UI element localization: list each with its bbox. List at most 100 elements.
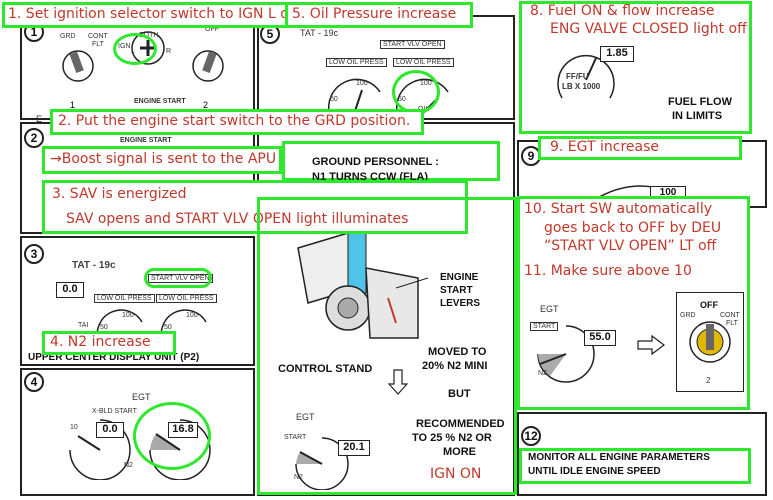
p3-100-a: 100 xyxy=(122,312,134,319)
auto-off-text-bg xyxy=(520,199,747,283)
boost-signal-text: →Boost signal is sent to the APU xyxy=(50,151,277,167)
p10-grd: GRD xyxy=(680,312,696,319)
step-5-text: 5. Oil Pressure increase xyxy=(292,6,457,22)
p10-n2-gauge xyxy=(537,325,595,383)
ground-personnel-text: GROUND PERSONNEL : xyxy=(312,156,439,168)
step-9-text: 9. EGT increase xyxy=(550,139,660,155)
p10-cont: CONT xyxy=(720,312,740,319)
down-arrow-icon xyxy=(388,369,408,395)
step-9-box xyxy=(538,136,742,160)
panel-2-number: 2 xyxy=(24,128,44,148)
step-2-text: 2. Put the engine start switch to the GR… xyxy=(58,113,411,129)
p3-low-oil-2: LOW OIL PRESS xyxy=(156,294,217,303)
monitor-box xyxy=(519,448,751,484)
fuel-flow-gauge xyxy=(557,54,615,99)
center-panel-highlight xyxy=(257,197,517,495)
p10-off: OFF xyxy=(700,300,718,310)
engine-start-levers-3: LEVERS xyxy=(440,298,481,309)
p5-low-oil-2: LOW OIL PRESS xyxy=(393,58,454,67)
panel-3-number: 3 xyxy=(24,244,44,264)
step-1-box xyxy=(2,2,288,28)
p5-50-a: 50 xyxy=(330,96,338,103)
engine-start-levers-1: ENGINE xyxy=(440,272,479,283)
p1-grd-label: GRD xyxy=(60,33,76,40)
step-3-box xyxy=(42,180,468,234)
ignition-selector-highlight xyxy=(113,33,157,65)
p1-cont-label: CONT xyxy=(88,33,108,40)
recommended-2: TO 25 % N2 OR xyxy=(412,432,492,444)
p4-tick-10: 10 xyxy=(70,424,78,431)
step-10-text-3: “START VLV OPEN” LT off xyxy=(544,238,717,254)
lb-label: LB X 1000 xyxy=(562,82,601,91)
step-5-box xyxy=(285,2,473,28)
p3-50-b: 50 xyxy=(164,324,172,331)
p10-readout: 55.0 xyxy=(584,330,616,346)
p3-tai: TAI xyxy=(78,322,89,329)
monitor-line-2: UNTIL IDLE ENGINE SPEED xyxy=(528,466,661,477)
center-n2: N2 xyxy=(294,474,303,481)
recommended-3: MORE xyxy=(443,446,476,458)
panel-5 xyxy=(257,15,515,120)
p5-start-vlv: START VLV OPEN xyxy=(380,40,445,49)
fuel-flow-readout: 1.85 xyxy=(600,46,634,62)
center-start: START xyxy=(284,434,307,441)
ign-on-note: IGN ON xyxy=(430,466,482,482)
panel-12-number: 12 xyxy=(521,426,541,446)
p3-50-a: 50 xyxy=(100,324,108,331)
panel-9-number: 9 xyxy=(521,146,541,166)
p5-100-a: 100 xyxy=(356,80,368,87)
p10-start: START xyxy=(530,322,559,331)
step-10-text-1: 10. Start SW automatically xyxy=(524,201,712,217)
n2-gauge-highlight xyxy=(133,402,211,470)
control-stand-drawing xyxy=(297,232,429,339)
p5-low-oil-1: LOW OIL PRESS xyxy=(326,58,387,67)
p10-flt: FLT xyxy=(726,320,738,327)
p2-title: ENGINE START xyxy=(120,137,172,144)
step-1-text: 1. Set ignition selector switch to IGN L… xyxy=(8,6,309,22)
panel-4-number: 4 xyxy=(24,372,44,392)
start-switch-knob xyxy=(689,321,731,363)
p4-xbld: X-BLD START xyxy=(92,408,137,415)
step-8b-text: ENG VALVE CLOSED light off xyxy=(550,21,747,37)
step-2-box xyxy=(50,109,424,135)
p3-100-b: 100 xyxy=(186,312,198,319)
but-text: BUT xyxy=(448,388,471,400)
p1-engine-start-label: ENGINE START xyxy=(134,98,186,105)
center-readout: 20.1 xyxy=(338,440,370,456)
p3-readout: 0.0 xyxy=(56,282,84,298)
ff-label: FF/FU xyxy=(566,72,589,81)
p3-low-oil-1: LOW OIL PRESS xyxy=(94,294,155,303)
step-3b-text: SAV opens and START VLV OPEN light illum… xyxy=(66,211,409,227)
p1-off-label: OFF xyxy=(205,26,219,33)
fuel-flow-label: FUEL FLOW xyxy=(668,96,732,108)
p5-tat: TAT - 19c xyxy=(300,28,339,38)
step-8-text: 8. Fuel ON & flow increase xyxy=(530,3,715,19)
step-3-bg xyxy=(45,183,465,231)
upper-center-display-label: UPPER CENTER DISPLAY UNIT (P2) xyxy=(28,352,200,363)
step-4-box xyxy=(42,331,176,355)
moved-to-2: 20% N2 MINI xyxy=(422,360,488,372)
p4-readout-1: 0.0 xyxy=(96,422,124,438)
moved-to-1: MOVED TO xyxy=(428,346,487,358)
center-egt: EGT xyxy=(296,412,315,422)
in-limits-label: IN LIMITS xyxy=(672,110,723,122)
step-3-text: 3. SAV is energized xyxy=(52,186,187,202)
p2-side-label: E xyxy=(36,114,43,124)
p3-tat: TAT - 19c xyxy=(72,260,116,271)
engine-start-levers-2: START xyxy=(440,285,473,296)
p4-egt: EGT xyxy=(132,392,151,402)
fuel-flow-box xyxy=(519,1,752,134)
right-arrow-icon xyxy=(637,334,665,356)
start-vlv-highlight xyxy=(144,268,212,288)
p10-two: 2 xyxy=(706,376,711,385)
p1-engine-2-label: 2 xyxy=(203,100,208,110)
control-stand-label: CONTROL STAND xyxy=(278,363,373,375)
step-4-text: 4. N2 increase xyxy=(50,334,151,350)
p10-n2: N2 xyxy=(538,370,547,377)
step-11-text: 11. Make sure above 10 xyxy=(524,263,692,279)
monitor-line-1: MONITOR ALL ENGINE PARAMETERS xyxy=(528,452,710,463)
p10-egt: EGT xyxy=(540,304,559,314)
recommended-1: RECOMMENDED xyxy=(416,418,505,430)
ground-personnel-box xyxy=(282,141,500,181)
oil-gauge-highlight xyxy=(392,70,440,114)
